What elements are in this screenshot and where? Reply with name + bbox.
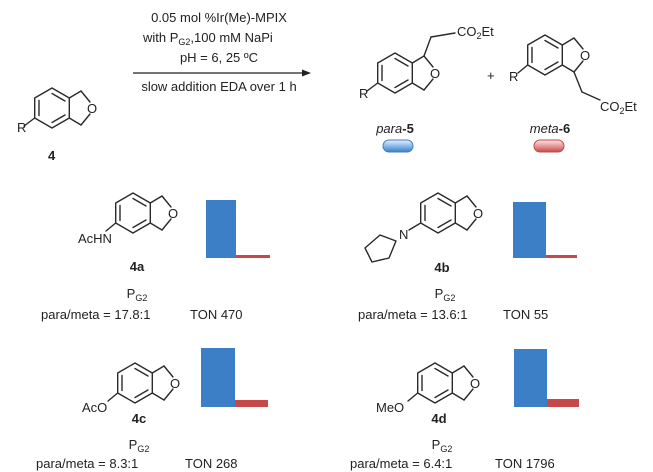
entry-4b: O N 4b PG2 para/meta = 13.6:1 TON 55 [358, 192, 577, 322]
ratio-4b: para/meta = 13.6:1 [358, 307, 468, 322]
entry-4a: O AcHN 4a PG2 para/meta = 17.8:1 TON 470 [41, 192, 270, 322]
substituent-4a: AcHN [78, 231, 112, 246]
label-4d: 4d [431, 411, 446, 426]
pyrrolidine-ring [364, 234, 397, 263]
svg-text:R: R [509, 69, 518, 84]
reaction-conditions: 0.05 mol %Ir(Me)-MPIX with PG2,100 mM Na… [133, 10, 311, 94]
svg-text:O: O [168, 206, 178, 221]
start-material: R O 4 [17, 87, 97, 163]
meta-bar-4d [547, 399, 579, 407]
ratio-4d: para/meta = 6.4:1 [350, 456, 452, 471]
svg-text:O: O [473, 206, 483, 221]
product-para: R O CO2Et [359, 24, 494, 101]
label-4c: 4c [132, 411, 146, 426]
plus-sign: + [487, 68, 495, 83]
ton-4d: TON 1796 [495, 456, 555, 471]
para-label: para-5 [375, 121, 414, 136]
label-4a: 4a [130, 259, 145, 274]
para-legend-swatch [382, 139, 414, 153]
para-bar-4b [513, 202, 546, 258]
condition-addition: slow addition EDA over 1 h [141, 79, 296, 94]
ton-4c: TON 268 [185, 456, 238, 471]
svg-text:O: O [470, 376, 480, 391]
meta-bar-4b [546, 255, 577, 258]
start-label: 4 [48, 148, 56, 163]
catalyst-4b: PG2 [435, 286, 456, 303]
svg-text:O: O [170, 376, 180, 391]
meta-bar-4c [235, 400, 268, 407]
svg-text:O: O [580, 48, 590, 63]
ratio-4c: para/meta = 8.3:1 [36, 456, 138, 471]
meta-label: meta-6 [530, 121, 570, 136]
entry-4d: O MeO 4d PG2 para/meta = 6.4:1 TON 1796 [350, 349, 579, 471]
ton-4b: TON 55 [503, 307, 548, 322]
para-ester: CO2Et [457, 24, 494, 41]
meta-ester: CO2Et [600, 99, 637, 116]
condition-ph: pH = 6, 25 ºC [180, 50, 258, 65]
product-meta: R O CO2Et [509, 34, 637, 116]
label-4b: 4b [434, 260, 449, 275]
para-bar-4d [514, 349, 547, 407]
entry-4c: O AcO 4c PG2 para/meta = 8.3:1 TON 268 [36, 348, 268, 471]
para-bar-4c [201, 348, 235, 407]
svg-text:R: R [359, 86, 368, 101]
svg-text:O: O [430, 66, 440, 81]
substituent-4b: N [399, 227, 408, 242]
ton-4a: TON 470 [190, 307, 243, 322]
condition-catalyst: 0.05 mol %Ir(Me)-MPIX [151, 10, 287, 25]
product-legend: para-5 meta-6 [375, 121, 570, 153]
r-label: R [17, 120, 26, 135]
para-bar-4a [206, 200, 236, 258]
ratio-4a: para/meta = 17.8:1 [41, 307, 151, 322]
meta-legend-swatch [533, 139, 565, 153]
substituent-4d: MeO [376, 400, 404, 415]
catalyst-4c: PG2 [129, 437, 150, 454]
substituent-4c: AcO [82, 400, 107, 415]
catalyst-4a: PG2 [127, 286, 148, 303]
meta-bar-4a [236, 255, 270, 258]
o-label: O [87, 101, 97, 116]
catalyst-4d: PG2 [432, 437, 453, 454]
condition-protein: with PG2,100 mM NaPi [142, 30, 273, 47]
